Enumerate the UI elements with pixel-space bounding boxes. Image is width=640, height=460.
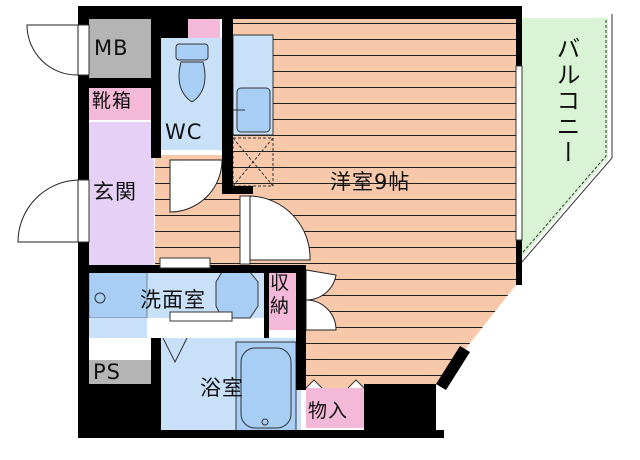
mb-area	[89, 18, 151, 78]
toilet-tank-icon	[175, 43, 209, 61]
room-label-closet: 収納	[270, 272, 291, 317]
door-wc	[169, 159, 223, 213]
door-western	[249, 195, 311, 261]
pink-vent	[188, 18, 220, 38]
shoe-box-area	[89, 88, 151, 120]
room-label-bath: 浴室	[200, 376, 244, 400]
room-label-western: 洋室9帖	[330, 170, 411, 194]
room-label-wc: WC	[165, 120, 203, 144]
drain-icon	[94, 292, 106, 304]
washbasin-icon	[215, 271, 259, 319]
room-label-ps: PS	[93, 360, 121, 384]
room-label-storage: 物入	[308, 400, 349, 422]
storage-area	[306, 388, 364, 428]
closet-area	[268, 270, 296, 330]
toilet-bowl-icon	[178, 61, 206, 103]
bathtub-icon	[235, 341, 297, 433]
door-entrance	[17, 179, 79, 243]
balcony-area	[520, 18, 608, 260]
ps-area	[89, 360, 151, 384]
room-label-balcony: バルコニー	[552, 36, 580, 166]
room-label-mb: MB	[94, 36, 129, 60]
room-label-shoe-box: 靴箱	[92, 90, 133, 112]
door-closet-bottom	[305, 299, 337, 331]
entrance-area	[89, 122, 154, 265]
door-mb	[26, 24, 79, 76]
room-label-entrance: 玄関	[93, 180, 137, 204]
room-label-washroom: 洗面室	[140, 288, 206, 312]
door-swings	[17, 24, 337, 331]
